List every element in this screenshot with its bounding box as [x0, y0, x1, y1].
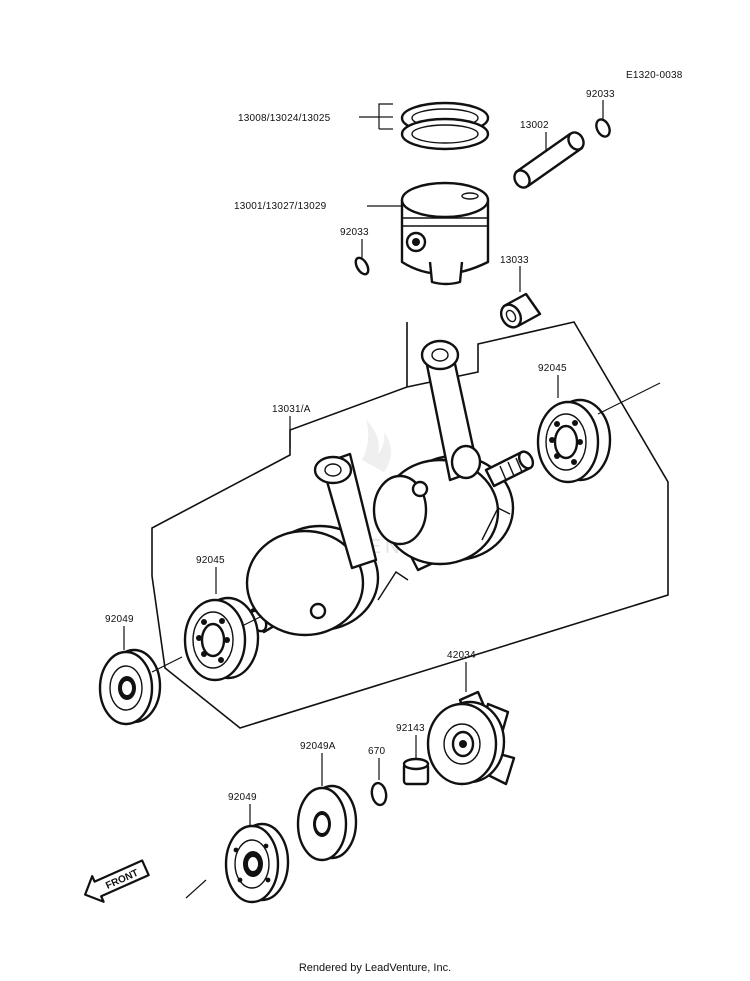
piston-rings — [400, 101, 490, 151]
callout-collar: 92143 — [396, 723, 425, 734]
piston-pin — [513, 131, 585, 189]
spacer-seal — [296, 784, 358, 862]
o-ring — [370, 781, 388, 807]
oil-seal-bottom — [224, 822, 290, 904]
collar — [402, 757, 430, 786]
callout-spacer: 92049A — [300, 741, 336, 752]
footer-credit: Rendered by LeadVenture, Inc. — [298, 962, 452, 974]
callout-bearing-left: 92045 — [196, 555, 225, 566]
watermark-flame — [362, 420, 391, 472]
callout-oil-seal-left: 92049 — [105, 614, 134, 625]
callout-bearing-right: 92045 — [538, 363, 567, 374]
callout-circlip-left: 92033 — [340, 227, 369, 238]
callout-oil-seal-bottom: 92049 — [228, 792, 257, 803]
callout-oring: 670 — [368, 746, 386, 757]
oil-seal-left — [98, 648, 162, 726]
diagram-code: E1320-0038 — [626, 70, 683, 81]
callout-piston: 13001/13027/13029 — [234, 201, 327, 212]
callout-impeller: 42034 — [447, 650, 476, 661]
piston — [400, 181, 490, 286]
crankshaft — [245, 339, 535, 637]
front-arrow: FRONT — [84, 859, 150, 903]
ball-bearing-left — [183, 596, 260, 682]
ball-bearing-right — [536, 398, 612, 484]
callout-piston-pin: 13002 — [520, 120, 549, 131]
needle-bearing — [499, 292, 542, 329]
callout-crankshaft: 13031/A — [272, 404, 311, 415]
callout-circlip-top: 92033 — [586, 89, 615, 100]
callout-piston-rings: 13008/13024/13025 — [238, 113, 331, 124]
callout-needle-bearing: 13033 — [500, 255, 529, 266]
circlip-top — [595, 118, 611, 138]
impeller — [426, 690, 516, 786]
circlip-left — [354, 256, 370, 276]
